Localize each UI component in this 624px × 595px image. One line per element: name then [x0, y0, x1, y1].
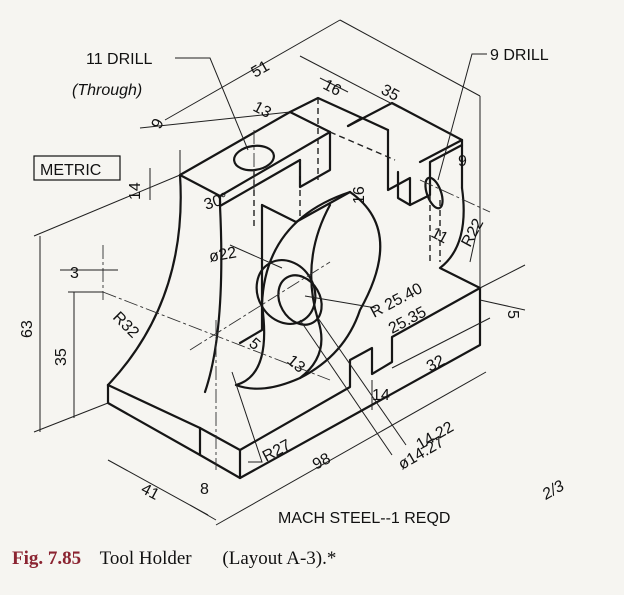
dim-35-vert: 35 [53, 348, 70, 366]
dim-16-top: 16 [320, 77, 344, 100]
dim-9-left: 9 [149, 116, 168, 132]
dim-32: 32 [424, 352, 448, 375]
dim-30-deg: 30° [202, 190, 230, 214]
dim-r32: R32 [109, 309, 142, 342]
metric-label: METRIC [40, 162, 101, 179]
dim-63: 63 [19, 320, 36, 338]
dim-r27: R27 [260, 437, 294, 466]
dimension-lines [33, 19, 526, 526]
drill-9-label: 9 DRILL [490, 47, 549, 64]
dim-35-top: 35 [378, 82, 402, 105]
scale-note: 2/3 [539, 478, 568, 504]
through-label: (Through) [72, 82, 142, 99]
object-outline [106, 96, 482, 480]
drill-11-label: 11 DRILL [86, 51, 153, 68]
dim-14-left: 14 [127, 182, 144, 200]
dim-9-right: 9 [458, 153, 467, 170]
dim-8: 8 [200, 481, 209, 498]
dim-16-vert: 16 [351, 186, 368, 204]
metric-box [33, 155, 121, 181]
dim-98: 98 [310, 450, 334, 473]
dim-14-bottom: 14 [372, 387, 390, 404]
material-note: MACH STEEL--1 REQD [278, 510, 450, 527]
dim-13-lower: 13 [283, 352, 308, 377]
dim-51: 51 [249, 58, 273, 82]
dim-41: 41 [138, 481, 162, 504]
dim-5-right: 5 [504, 310, 521, 319]
figure-layout-note: (Layout A-3).* [222, 548, 337, 569]
dim-11: 11 [428, 225, 451, 248]
dim-dia-22: ø22 [208, 244, 238, 266]
figure-number: Fig. 7.85 [12, 548, 82, 569]
center-lines [102, 130, 491, 470]
tool-holder-drawing: 11 DRILL (Through) 9 DRILL METRIC 51 16 … [19, 19, 567, 527]
dim-13-top: 13 [250, 99, 274, 122]
figure-caption: Fig. 7.85 Tool Holder (Layout A-3).* [12, 548, 336, 570]
dim-3: 3 [70, 265, 79, 282]
dimension-labels: 11 DRILL (Through) 9 DRILL METRIC 51 16 … [19, 47, 567, 527]
figure-title: Tool Holder [99, 548, 192, 569]
